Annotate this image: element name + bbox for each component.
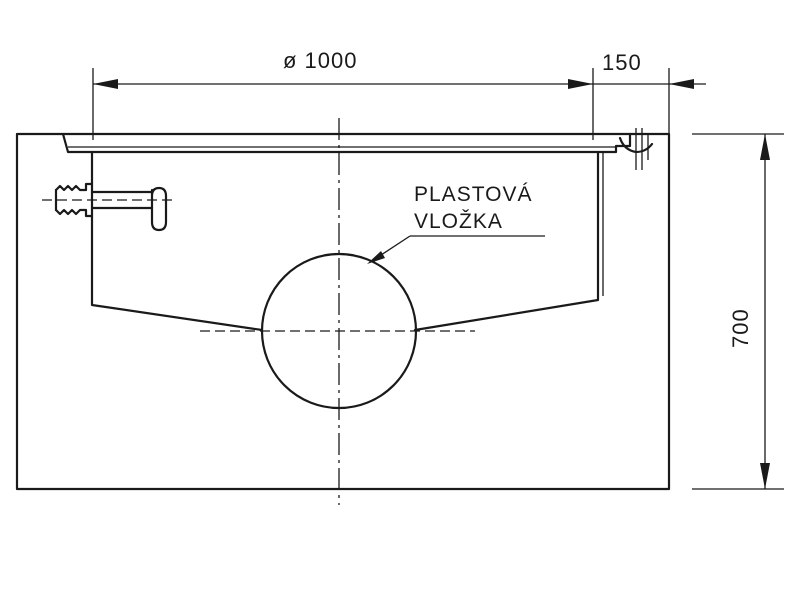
callout-leader xyxy=(367,235,545,264)
dimension-height-label: 700 xyxy=(728,308,753,348)
dimension-height xyxy=(692,133,784,490)
dimension-diameter xyxy=(92,68,594,140)
insert-body xyxy=(90,150,264,332)
dimension-diameter-label: ø 1000 xyxy=(283,48,358,73)
dimension-offset-label: 150 xyxy=(602,50,642,75)
callout-label-line1: PLASTOVÁ xyxy=(414,183,533,206)
insert-rim xyxy=(61,132,632,154)
outer-block-outline xyxy=(15,132,671,491)
callout-label-line2: VLOŽKA xyxy=(414,210,503,233)
insert-body-right xyxy=(413,150,600,332)
inlet-pipe xyxy=(42,182,175,232)
dimension-offset xyxy=(593,68,706,134)
vent-fitting xyxy=(618,128,654,170)
